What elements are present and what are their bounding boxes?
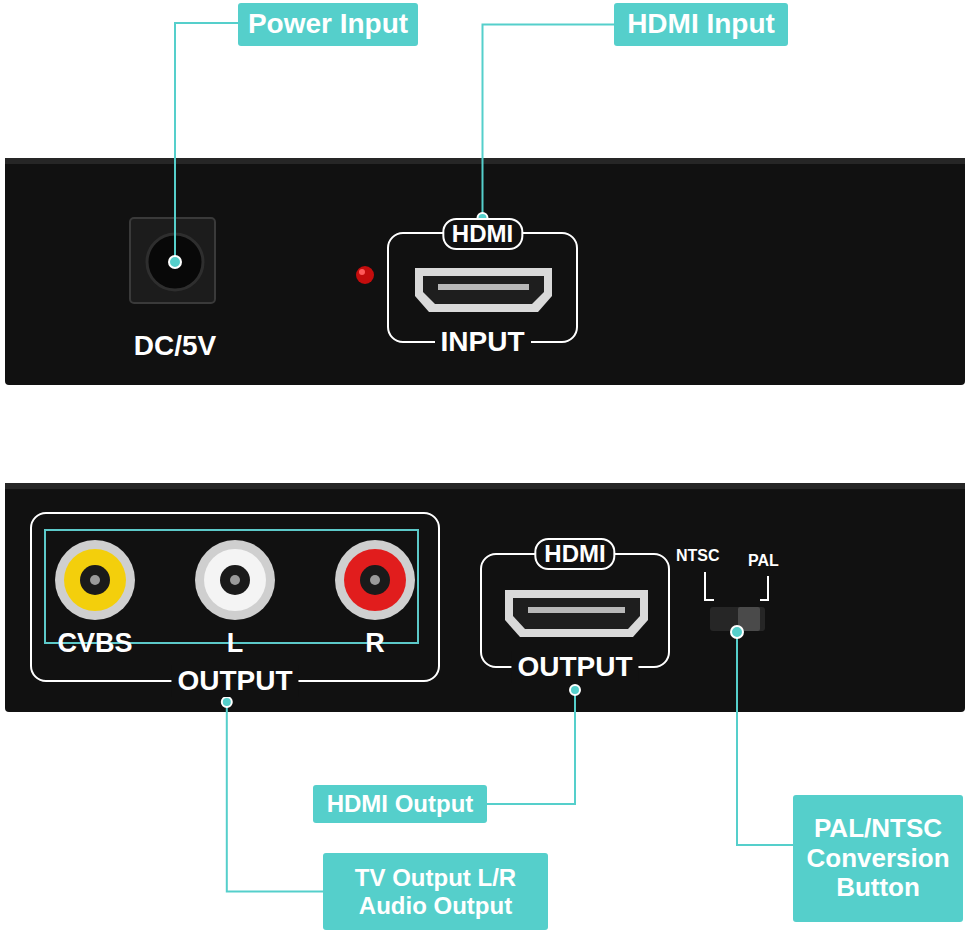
leader-dot (169, 256, 181, 268)
rca-ring-red (344, 549, 406, 611)
callout-box: Power Input (238, 3, 418, 46)
panel-label: NTSC (676, 547, 720, 565)
port-label: OUTPUT (511, 651, 638, 683)
hdmi-port (505, 590, 648, 637)
rca-hole (220, 565, 250, 595)
rca-pin (370, 575, 380, 585)
leader-dot (570, 685, 580, 695)
port-title: HDMI (534, 538, 615, 570)
callout-box: HDMI Output (313, 785, 487, 823)
rca-jack (195, 540, 275, 620)
switch-bracket (705, 572, 714, 600)
leader-line (175, 23, 238, 256)
port-label: L (221, 628, 250, 659)
callout-text: TV Output L/R Audio Output (331, 864, 540, 919)
hdmi-pins (438, 284, 529, 290)
port-group: HDMI OUTPUT (480, 538, 670, 690)
port-label: CVBS (51, 628, 138, 659)
top-panel (5, 158, 965, 385)
callout-text: HDMI Input (627, 8, 775, 40)
leader-line (737, 638, 793, 845)
callout-box: PAL/NTSC Conversion Button (793, 795, 963, 922)
highlight-frame (45, 530, 418, 643)
callout-box: TV Output L/R Audio Output (323, 853, 548, 930)
rca-ring-yellow (64, 549, 126, 611)
hdmi-port-inner (423, 276, 544, 304)
port-label: OUTPUT (171, 665, 298, 697)
rca-hole (80, 565, 110, 595)
callout-text: HDMI Output (327, 790, 474, 818)
port-title: HDMI (442, 218, 523, 250)
switch-bracket (760, 576, 768, 600)
dc-jack-pin (169, 256, 181, 268)
port-label: INPUT (435, 326, 531, 358)
rca-ring-white (204, 549, 266, 611)
leader-dot (222, 697, 232, 707)
callout-text: PAL/NTSC Conversion Button (801, 814, 955, 904)
callout-text: Power Input (248, 8, 408, 40)
panel-label: DC/5V (134, 330, 216, 362)
port-group: HDMI INPUT (387, 218, 578, 363)
rca-pin (230, 575, 240, 585)
leader-dot (731, 626, 743, 638)
leader-line (227, 702, 323, 892)
leader-line (487, 690, 575, 804)
port-label: R (359, 628, 391, 659)
led-highlight (359, 269, 365, 275)
dc-jack (130, 218, 215, 303)
hdmi-port-inner (513, 598, 640, 629)
callout-box: HDMI Input (614, 3, 788, 46)
panel-label: PAL (748, 552, 779, 570)
power-led (356, 266, 374, 284)
panel-edge (5, 483, 965, 489)
leader-line (483, 25, 615, 219)
port-group: CVBS L R OUTPUT (30, 512, 440, 702)
rca-jack (55, 540, 135, 620)
hdmi-port (415, 268, 552, 312)
hdmi-pins (528, 607, 625, 613)
rca-hole (360, 565, 390, 595)
panel-edge (5, 158, 965, 164)
bottom-panel (5, 483, 965, 712)
rca-pin (90, 575, 100, 585)
rca-jack (335, 540, 415, 620)
